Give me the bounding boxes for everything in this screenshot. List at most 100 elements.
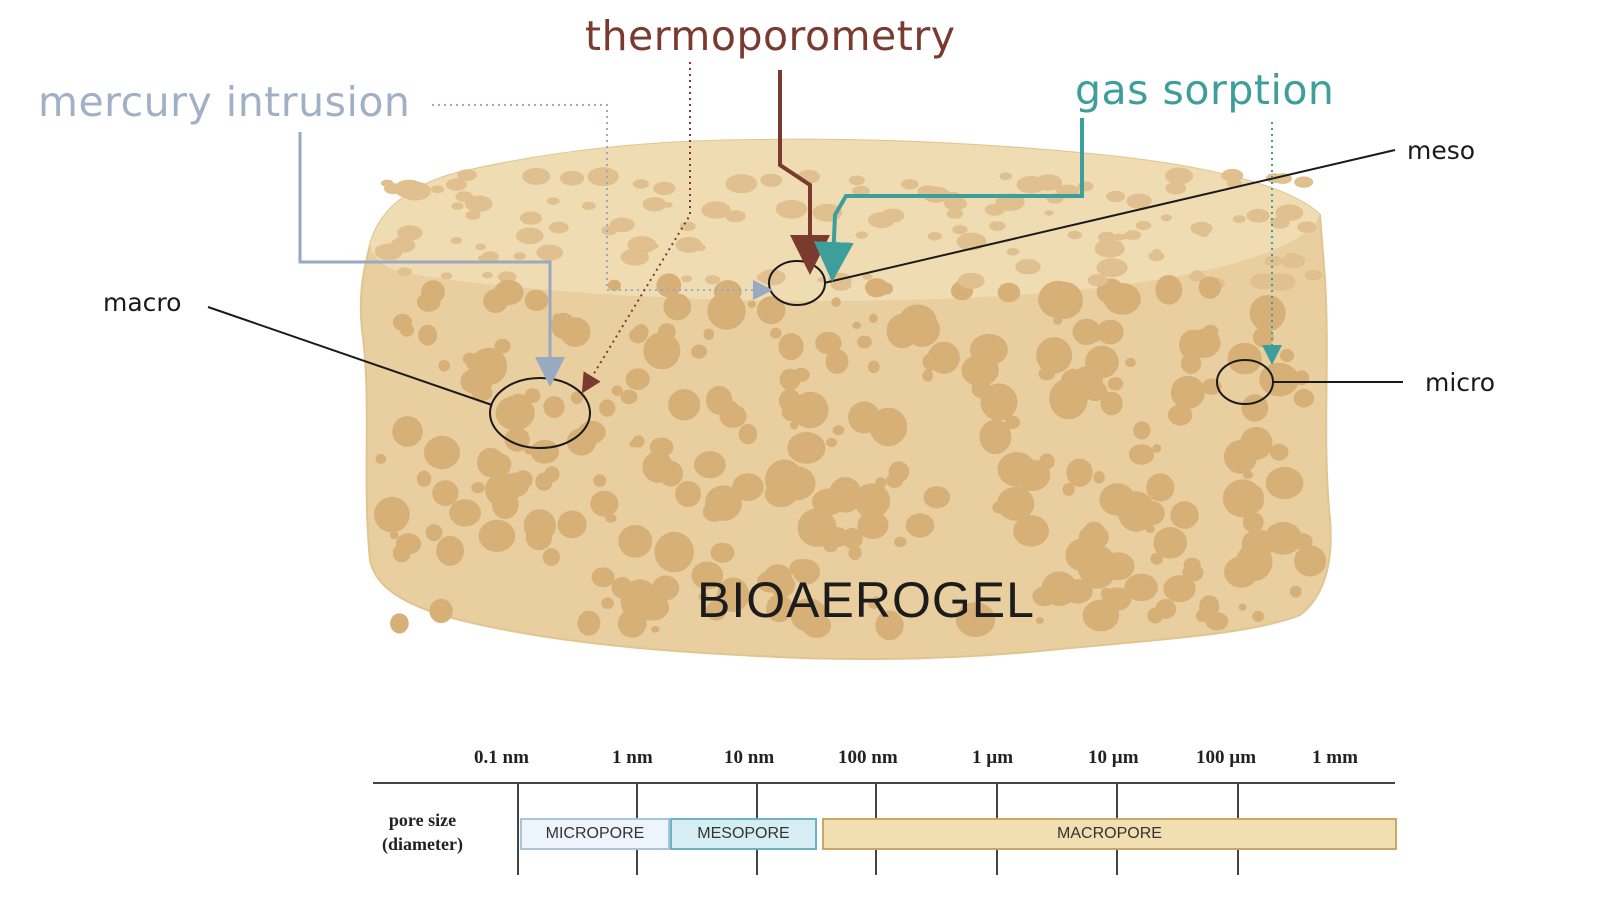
- pore-hole: [997, 282, 1021, 303]
- tick-label: 1 nm: [612, 747, 653, 768]
- pore-hole: [735, 596, 744, 604]
- thermoporometry-label: thermoporometry: [585, 12, 956, 60]
- pore-hole: [1006, 247, 1020, 256]
- pore-hole: [831, 297, 841, 308]
- pore-hole: [717, 577, 750, 612]
- pore-hole: [1066, 458, 1093, 487]
- pore-hole: [1035, 174, 1063, 191]
- pore-hole: [625, 368, 650, 390]
- pore-hole: [880, 282, 893, 295]
- pore-hole: [869, 313, 878, 323]
- pore-hole: [421, 280, 445, 304]
- pore-hole: [979, 419, 1012, 454]
- pore-hole: [1062, 483, 1075, 496]
- pore-hole: [548, 221, 569, 234]
- mercury-connector-solid: [298, 132, 565, 387]
- pore-hole: [601, 597, 614, 609]
- pore-hole: [1133, 421, 1151, 440]
- pore-hole: [779, 368, 801, 391]
- pore-hole: [451, 202, 464, 210]
- pore-hole: [392, 416, 423, 447]
- pore-hole: [747, 300, 756, 308]
- pore-hole: [1165, 167, 1194, 185]
- pore-hole: [397, 225, 423, 241]
- pore-hole: [477, 447, 505, 478]
- pore-hole: [701, 201, 731, 219]
- scale-axis-label-line1: pore size: [388, 810, 457, 830]
- pore-hole: [862, 273, 873, 280]
- mesopore-band: MESOPORE: [670, 818, 817, 850]
- pore-hole: [462, 352, 477, 366]
- pore-hole: [848, 545, 862, 561]
- pore-hole: [1281, 254, 1306, 269]
- pore-hole: [429, 598, 453, 624]
- pore-hole: [1038, 280, 1078, 319]
- pore-hole: [1082, 381, 1108, 401]
- pore-hole: [757, 296, 786, 325]
- macro-label: macro: [103, 288, 182, 317]
- pore-hole: [1056, 286, 1068, 296]
- pore-hole: [766, 594, 793, 623]
- pore-hole: [826, 527, 849, 548]
- pore-hole: [764, 564, 792, 588]
- pore-hole: [777, 466, 816, 501]
- pore-hole: [706, 385, 733, 415]
- pore-hole: [1160, 214, 1172, 222]
- pore-hole: [449, 499, 481, 527]
- pore-hole: [513, 252, 526, 260]
- pore-hole: [607, 279, 621, 291]
- pore-hole: [776, 202, 788, 209]
- pore-hole: [578, 420, 606, 444]
- pore-hole: [1124, 230, 1142, 240]
- pore-hole: [875, 610, 904, 641]
- pore-hole: [1117, 491, 1156, 532]
- pore-hole: [593, 474, 607, 488]
- pore-hole: [390, 613, 409, 634]
- pore-hole: [570, 391, 584, 405]
- pore-hole: [510, 393, 527, 408]
- pore-hole: [399, 181, 432, 201]
- pore-hole: [497, 271, 517, 283]
- pore-hole: [1072, 318, 1101, 345]
- pore-hole: [609, 217, 635, 233]
- pore-hole: [395, 533, 422, 555]
- pore-hole: [587, 167, 619, 187]
- pore-hole: [432, 480, 459, 506]
- material-title: BIOAEROGEL: [697, 572, 1035, 628]
- scale-axis-label-line2: (diameter): [382, 834, 463, 855]
- pore-hole: [675, 480, 702, 508]
- pore-hole: [654, 531, 694, 573]
- micropore-band: MICROPORE: [520, 818, 670, 850]
- pore-hole: [855, 231, 868, 239]
- pore-hole: [653, 181, 676, 196]
- pore-hole: [446, 178, 467, 191]
- tick-label: 1 mm: [1312, 747, 1358, 768]
- pore-hole: [523, 509, 556, 542]
- pore-hole: [710, 542, 735, 563]
- pore-hole: [1041, 571, 1078, 606]
- pore-hole: [552, 313, 563, 323]
- pore-hole: [611, 576, 633, 599]
- pore-hole: [996, 486, 1035, 521]
- pore-hole: [620, 389, 638, 405]
- pore-hole: [643, 332, 681, 370]
- pore-hole: [416, 470, 432, 487]
- pore-hole: [1269, 443, 1289, 461]
- macro-pointer-line: [207, 306, 493, 406]
- pore-hole: [471, 482, 485, 494]
- pore-hole: [642, 197, 667, 212]
- pore-hole: [1249, 295, 1286, 332]
- pore-hole: [707, 292, 746, 330]
- pore-hole: [1096, 609, 1115, 625]
- pore-hole: [611, 385, 623, 396]
- pore-hole: [992, 501, 1004, 514]
- pore-hole: [1304, 269, 1323, 281]
- pore-hole: [760, 173, 783, 187]
- pore-hole: [1100, 391, 1123, 416]
- pore-hole: [894, 536, 907, 548]
- sponge-pores: [374, 167, 1327, 641]
- pore-hole: [658, 323, 676, 340]
- pore-hole: [804, 563, 817, 575]
- pore-hole: [397, 267, 413, 277]
